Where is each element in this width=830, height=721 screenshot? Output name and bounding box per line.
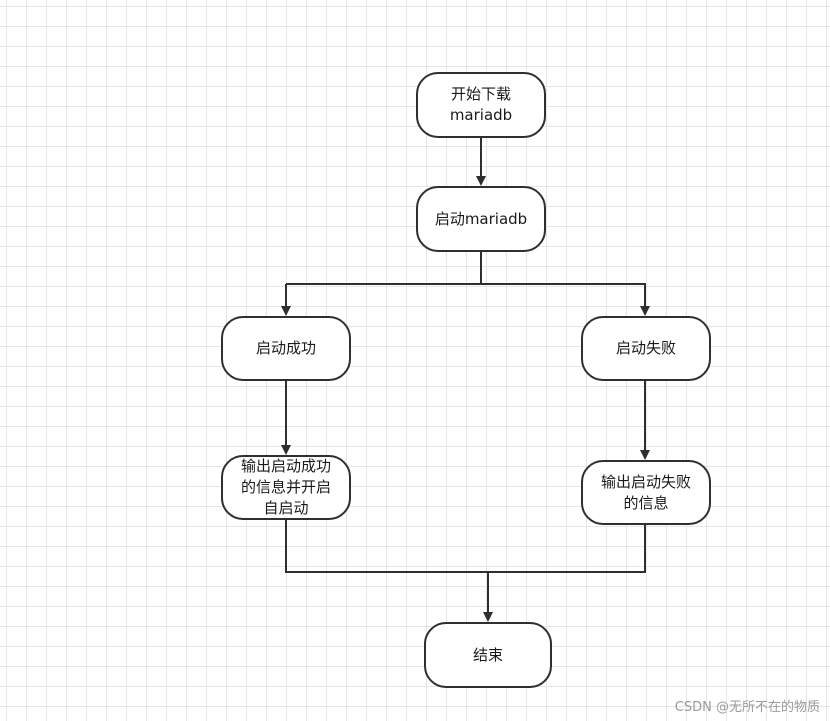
edge-split-to-failure [481, 283, 650, 316]
success-node: 启动成功 [221, 316, 351, 381]
end-node: 结束 [424, 622, 552, 688]
failure-node: 启动失败 [581, 316, 711, 381]
edge-launch-split [286, 252, 482, 285]
launch-node: 启动mariadb [416, 186, 546, 252]
start-node: 开始下载 mariadb [416, 72, 546, 138]
edge-success-output-to-merge [285, 520, 488, 573]
csdn-watermark: CSDN @无所不在的物质 [674, 700, 820, 715]
success-output-node: 输出启动成功 的信息并开启 自启动 [221, 455, 351, 520]
edge-failure-output-to-merge [488, 525, 646, 573]
failure-output-node: 输出启动失败 的信息 [581, 460, 711, 525]
